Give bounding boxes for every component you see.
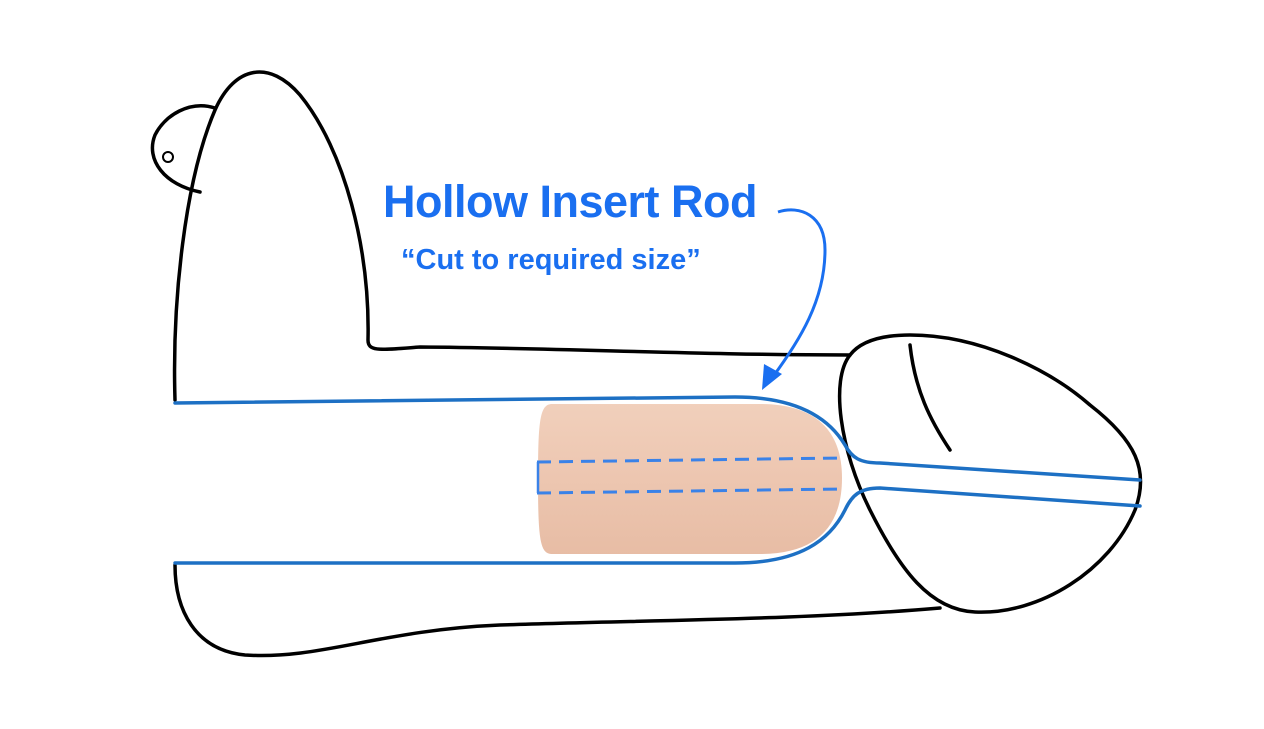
label-title: Hollow Insert Rod — [383, 176, 758, 227]
ear-shape — [150, 104, 217, 194]
arrow-line — [770, 208, 827, 379]
body-outline-lower — [173, 563, 942, 658]
head-outline — [837, 333, 1143, 614]
label-subtitle: “Cut to required size” — [401, 244, 701, 276]
body-outline-upper — [172, 70, 852, 402]
tube-bottom-line — [173, 486, 1142, 565]
rod-bore-top — [536, 456, 843, 464]
tube-top-line — [173, 395, 1142, 482]
hollow-insert-rod — [538, 404, 842, 554]
rod-bore-bottom — [536, 487, 843, 495]
ear-hole — [162, 151, 174, 163]
head-crease — [908, 343, 952, 452]
arrow-head-icon — [762, 364, 782, 390]
